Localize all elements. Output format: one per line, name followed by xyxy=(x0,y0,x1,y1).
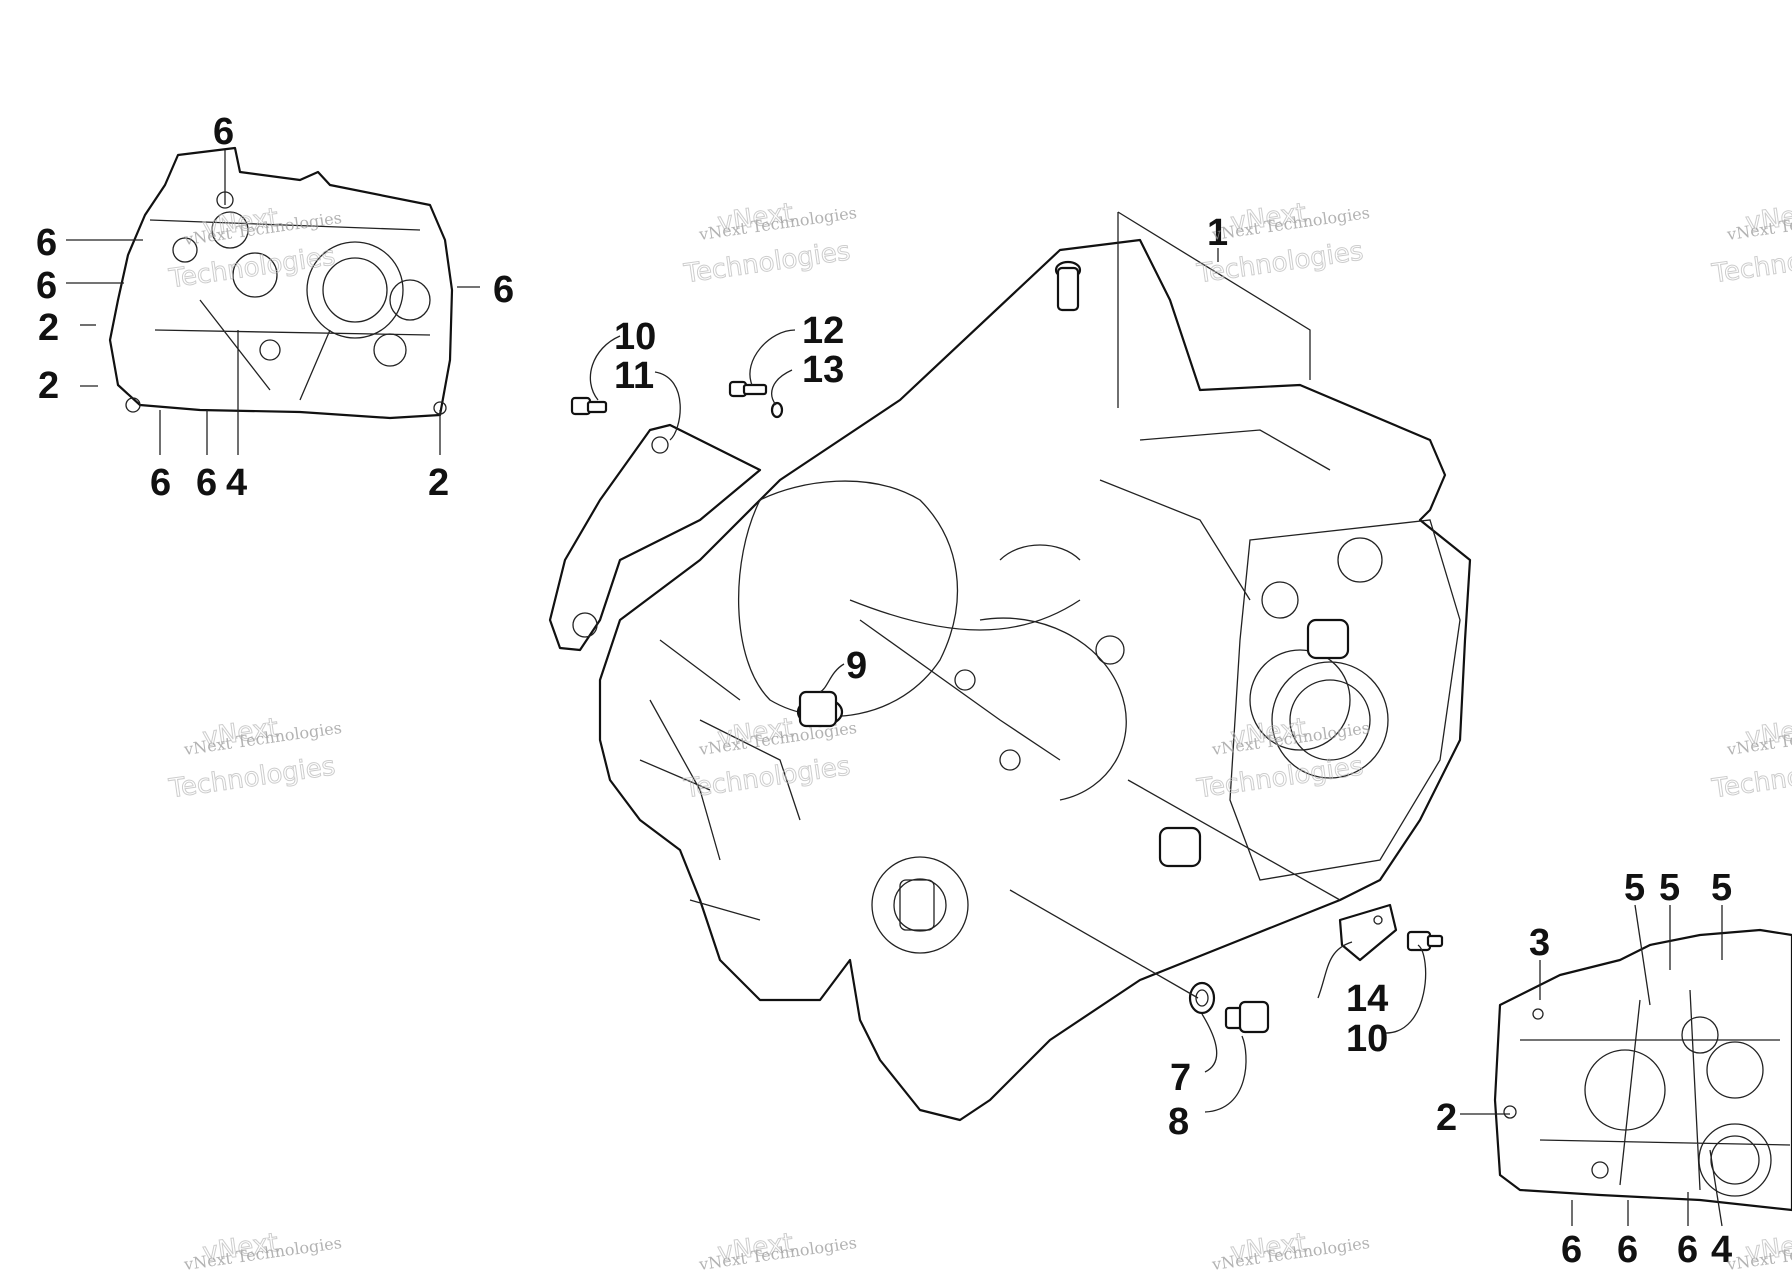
watermark: vNext vNext Technologies Technologies xyxy=(1709,197,1792,290)
callout-left-2-upper: 2 xyxy=(38,307,59,349)
callouts-left-cover: 6 6 6 2 2 6 6 6 4 2 xyxy=(36,111,514,504)
watermark: vNext vNext Technologies xyxy=(1725,1227,1792,1274)
crankcase-assembly xyxy=(548,238,1472,1122)
callout-left-6-top: 6 xyxy=(213,111,234,153)
callout-right-3: 3 xyxy=(1529,922,1550,964)
watermark: vNext vNext Technologies xyxy=(697,1227,858,1274)
callout-right-6-b: 6 xyxy=(1617,1229,1638,1271)
callout-left-6-upper: 6 xyxy=(36,222,57,264)
callout-10-bottom: 10 xyxy=(1346,1018,1388,1060)
right-crankcase-cover xyxy=(1493,928,1792,1212)
watermark: vNext vNext Technologies Technologies xyxy=(166,712,343,805)
callout-left-6-middle: 6 xyxy=(36,265,57,307)
callout-right-2: 2 xyxy=(1436,1097,1457,1139)
callout-left-6-right: 6 xyxy=(493,269,514,311)
callouts-right-cover: 5 5 5 3 2 6 6 6 4 xyxy=(1436,867,1732,1271)
callout-8: 8 xyxy=(1168,1101,1189,1143)
callout-7: 7 xyxy=(1170,1057,1191,1099)
left-crankcase-cover xyxy=(108,146,454,420)
leader-lines xyxy=(66,150,1723,1227)
callout-13: 13 xyxy=(802,349,844,391)
callout-right-5-c: 5 xyxy=(1711,867,1732,909)
callout-left-4: 4 xyxy=(226,462,247,504)
callout-right-4: 4 xyxy=(1711,1229,1732,1271)
callout-11: 11 xyxy=(614,355,654,397)
callout-1: 1 xyxy=(1207,212,1228,254)
svg-text:Technologies: Technologies xyxy=(167,751,338,804)
callout-left-6-bottom-b: 6 xyxy=(196,462,217,504)
loose-parts xyxy=(570,380,1444,1034)
watermark: vNext vNext Technologies Technologies xyxy=(1194,197,1371,290)
callout-14: 14 xyxy=(1346,978,1388,1020)
callout-left-2-bottom: 2 xyxy=(428,462,449,504)
callout-10-top: 10 xyxy=(614,316,656,358)
watermark: vNext vNext Technologies xyxy=(1210,1227,1371,1274)
svg-text:Technologies: Technologies xyxy=(1710,236,1792,289)
callout-right-6-a: 6 xyxy=(1561,1229,1582,1271)
callouts-main: 1 10 11 12 13 9 14 10 7 8 xyxy=(614,212,1388,1143)
svg-text:Technologies: Technologies xyxy=(682,236,853,289)
callout-left-2-lower: 2 xyxy=(38,365,59,407)
callout-right-6-c: 6 xyxy=(1677,1229,1698,1271)
callout-right-5-b: 5 xyxy=(1659,867,1680,909)
watermark: vNext vNext Technologies Technologies xyxy=(681,197,858,290)
watermark: vNext vNext Technologies xyxy=(182,1227,343,1274)
svg-text:Technologies: Technologies xyxy=(1710,751,1792,804)
watermark: vNext vNext Technologies Technologies xyxy=(1709,712,1792,805)
callout-right-5-a: 5 xyxy=(1624,867,1645,909)
callout-12: 12 xyxy=(802,310,844,352)
callout-9: 9 xyxy=(846,645,867,687)
callout-left-6-bottom-a: 6 xyxy=(150,462,171,504)
